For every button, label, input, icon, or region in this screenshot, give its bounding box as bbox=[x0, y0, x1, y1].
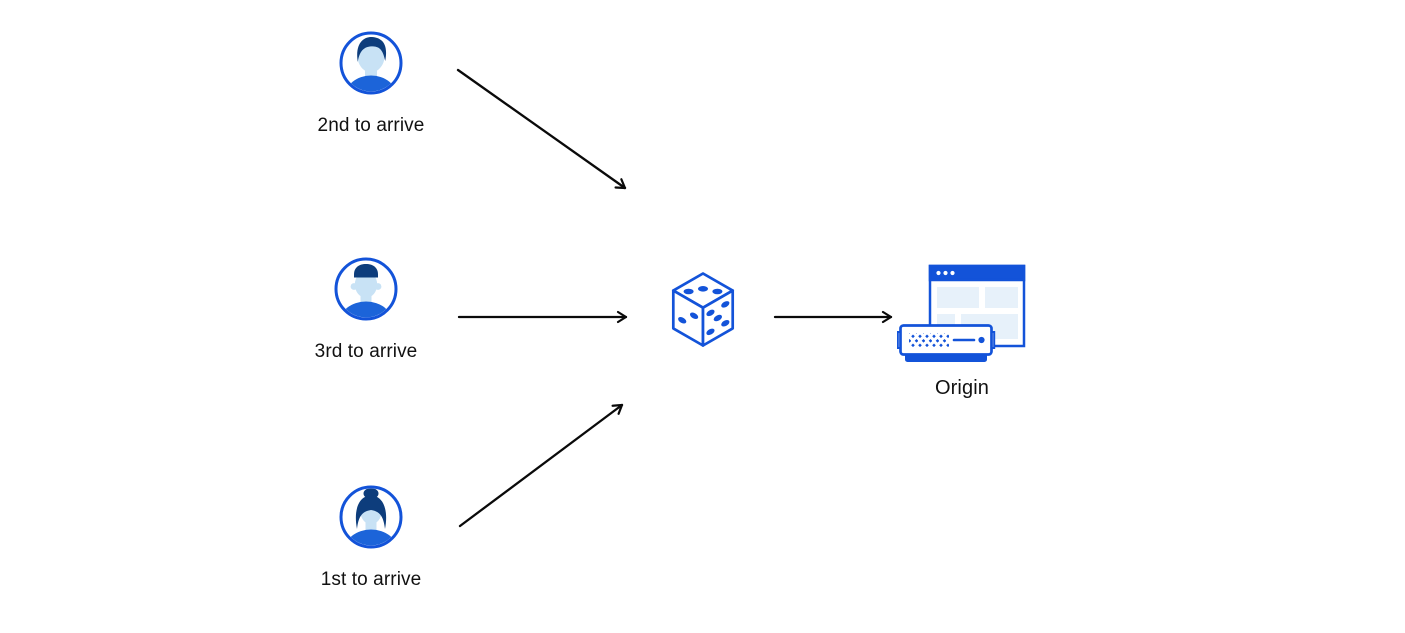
node-first-label: 1st to arrive bbox=[320, 569, 422, 590]
origin-browser-window bbox=[928, 264, 1026, 348]
node-first-visitor: 1st to arrive bbox=[321, 484, 421, 590]
node-third-label: 3rd to arrive bbox=[314, 341, 418, 362]
edge-second-to-dice bbox=[456, 68, 627, 190]
node-randomizer bbox=[667, 268, 739, 356]
user-female-avatar-icon bbox=[339, 485, 403, 549]
edge-first-to-dice bbox=[458, 403, 624, 528]
user-male-avatar-icon bbox=[339, 31, 403, 95]
node-origin: Origin bbox=[896, 262, 1027, 399]
node-second-visitor: 2nd to arrive bbox=[318, 30, 424, 136]
dice-icon bbox=[671, 272, 735, 347]
node-origin-label: Origin bbox=[935, 377, 989, 399]
user-male-avatar-icon bbox=[334, 257, 398, 321]
node-second-label: 2nd to arrive bbox=[317, 115, 425, 136]
node-third-visitor: 3rd to arrive bbox=[315, 256, 417, 362]
origin-server-icon bbox=[896, 264, 1026, 362]
origin-server-unit bbox=[896, 324, 996, 362]
